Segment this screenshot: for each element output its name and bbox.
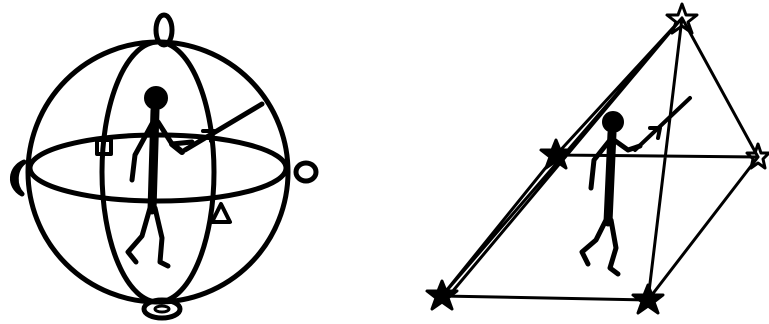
ring-symbol-inner [155,306,169,312]
figure-arm-right-2 [614,140,640,150]
stick-figure [128,87,192,266]
stick-figure-2 [582,112,640,274]
crescent-symbol [12,162,24,194]
sphere-panel [12,15,316,318]
figure-leg-left [128,208,150,262]
pointer-arrow-2 [635,98,690,150]
figure-leg-right-2 [610,220,618,274]
triangle-symbol [212,204,230,222]
pyramid-edges [442,18,758,300]
star-bottom-right [633,285,663,313]
pyramid-panel [427,4,769,313]
figure-leg-right [155,208,168,266]
figure-leg-left-2 [582,220,606,264]
circle-symbol [296,163,316,181]
figure-body-2 [608,133,612,222]
